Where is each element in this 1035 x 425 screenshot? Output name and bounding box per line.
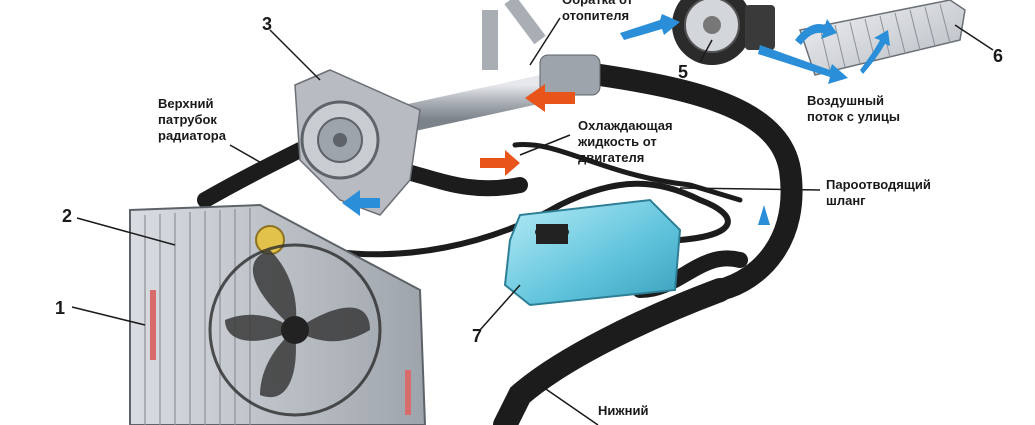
metal-pipes — [386, 0, 601, 134]
airflow-arrows — [620, 14, 890, 84]
label-lower-hose: Нижний — [598, 403, 649, 418]
radiator-fan — [208, 243, 382, 417]
expansion-tank — [503, 198, 682, 307]
radiator — [129, 203, 427, 425]
label-return-from-heater: Обратка от отопителя — [562, 0, 633, 23]
hot-flow-arrows — [480, 84, 575, 176]
water-pump — [294, 69, 421, 216]
part-number-2: 2 — [62, 206, 73, 226]
hoses — [197, 64, 803, 425]
part-number-5: 5 — [678, 62, 689, 82]
label-steam-hose: Пароотводящий шланг — [826, 177, 931, 208]
label-upper-hose: Верхний патрубок радиатора — [158, 96, 226, 143]
leader-lines — [71, 17, 994, 425]
label-coolant-from-engine: Охлаждающая жидкость от двигателя — [578, 118, 673, 165]
cold-flow-arrows — [342, 190, 770, 225]
part-number-7: 7 — [472, 326, 483, 346]
part-number-6: 6 — [993, 46, 1004, 66]
label-outside-airflow: Воздушный поток с улицы — [807, 93, 900, 124]
part-number-3: 3 — [262, 14, 273, 34]
part-number-1: 1 — [55, 298, 66, 318]
heater-fan — [672, 0, 775, 65]
